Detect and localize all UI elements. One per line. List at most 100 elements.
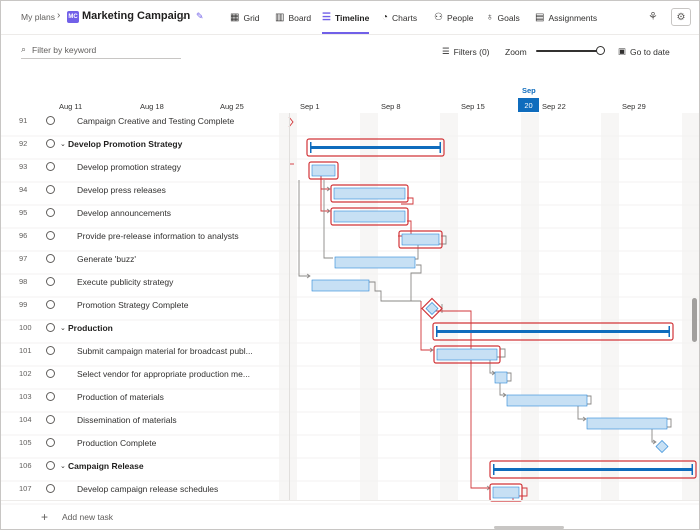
task-name[interactable]: Develop press releases <box>77 184 166 195</box>
task-complete-checkbox[interactable] <box>46 300 55 309</box>
breadcrumb-chevron-icon: › <box>57 10 61 21</box>
task-row[interactable]: 105 Production Complete <box>1 431 289 454</box>
task-row[interactable]: 96 Provide pre-release information to an… <box>1 224 289 247</box>
task-row[interactable]: 106 ⌄ Campaign Release <box>1 454 289 477</box>
task-complete-checkbox[interactable] <box>46 277 55 286</box>
zoom-slider[interactable] <box>536 50 602 52</box>
breadcrumb-my-plans[interactable]: My plans <box>21 12 56 22</box>
task-name[interactable]: Select vendor for appropriate production… <box>77 368 250 379</box>
task-name[interactable]: Production Complete <box>77 437 157 448</box>
task-name[interactable]: Develop announcements <box>77 207 172 218</box>
task-name[interactable]: Dissemination of materials <box>77 414 177 425</box>
tab-timeline[interactable]: ☰ Timeline <box>322 1 370 34</box>
dependency-link <box>401 197 414 205</box>
task-name[interactable]: Campaign Creative and Testing Complete <box>77 115 235 126</box>
goals-icon: ♁ <box>486 12 494 23</box>
task-bar <box>494 371 508 384</box>
task-complete-checkbox[interactable] <box>46 392 55 401</box>
collapse-chevron-icon[interactable]: ⌄ <box>60 462 66 470</box>
tab-people[interactable]: ⚇ People <box>434 1 473 34</box>
pin-icon[interactable]: ✎ <box>196 11 204 21</box>
task-row[interactable]: 104 Dissemination of materials <box>1 408 289 431</box>
task-bar <box>436 348 498 361</box>
task-row[interactable]: 91 Campaign Creative and Testing Complet… <box>1 109 289 132</box>
summary-bar-cap <box>439 142 441 153</box>
task-complete-checkbox[interactable] <box>46 116 55 125</box>
task-complete-checkbox[interactable] <box>46 415 55 424</box>
weekend-stripe <box>682 113 699 500</box>
search-box[interactable]: ⌕ <box>21 41 181 59</box>
zoom-slider-thumb[interactable] <box>596 46 605 55</box>
task-complete-checkbox[interactable] <box>46 369 55 378</box>
add-new-task-button[interactable]: + Add new task <box>41 510 113 524</box>
go-to-date-button[interactable]: ▣ Go to date <box>618 46 670 57</box>
task-complete-checkbox[interactable] <box>46 346 55 355</box>
task-row[interactable]: 98 Execute publicity strategy <box>1 270 289 293</box>
task-complete-checkbox[interactable] <box>46 323 55 332</box>
collapse-chevron-icon[interactable]: ⌄ <box>60 140 66 148</box>
task-complete-checkbox[interactable] <box>46 208 55 217</box>
task-name[interactable]: Execute publicity strategy <box>77 276 174 287</box>
summary-bar-cap <box>310 142 312 153</box>
task-complete-checkbox[interactable] <box>46 139 55 148</box>
dependency-link <box>323 180 333 259</box>
summary-bar <box>493 468 693 471</box>
task-complete-checkbox[interactable] <box>46 231 55 240</box>
tab-label: Assignments <box>548 12 598 23</box>
tab-board[interactable]: ▥ Board <box>275 1 311 34</box>
task-complete-checkbox[interactable] <box>46 484 55 493</box>
task-name[interactable]: Develop promotion strategy <box>77 161 181 172</box>
task-row[interactable]: 92 ⌄ Develop Promotion Strategy <box>1 132 289 155</box>
task-complete-checkbox[interactable] <box>46 162 55 171</box>
collapse-chevron-icon[interactable]: ⌄ <box>60 324 66 332</box>
task-row[interactable]: 93 Develop promotion strategy <box>1 155 289 178</box>
task-name[interactable]: Production of materials <box>77 391 164 402</box>
plan-title[interactable]: Marketing Campaign <box>82 10 191 22</box>
search-input[interactable] <box>32 44 163 55</box>
task-complete-checkbox[interactable] <box>46 254 55 263</box>
task-bar <box>586 417 668 430</box>
dependency-link <box>298 180 310 277</box>
critical-path-outline <box>330 207 409 226</box>
tab-assignments[interactable]: ▤ Assignments <box>535 1 597 34</box>
task-name[interactable]: Develop Promotion Strategy <box>68 138 183 149</box>
task-row[interactable]: 103 Production of materials <box>1 385 289 408</box>
task-bar <box>311 279 370 292</box>
task-name[interactable]: Campaign Release <box>68 460 144 471</box>
task-name[interactable]: Provide pre-release information to analy… <box>77 230 239 241</box>
member-settings-button[interactable]: ⚙ <box>671 8 691 26</box>
task-bar <box>401 233 440 246</box>
task-list: 91 Campaign Creative and Testing Complet… <box>1 91 289 499</box>
horizontal-scrollbar[interactable] <box>494 526 564 529</box>
task-row[interactable]: 95 Develop announcements <box>1 201 289 224</box>
copilot-icon[interactable]: ⚘ <box>648 11 658 23</box>
task-name[interactable]: Generate 'buzz' <box>77 253 137 264</box>
task-row[interactable]: 101 Submit campaign material for broadca… <box>1 339 289 362</box>
task-name[interactable]: Develop campaign release schedules <box>77 483 219 494</box>
filters-button[interactable]: ☰ Filters (0) <box>442 46 490 57</box>
weekend-stripe <box>440 113 458 500</box>
task-complete-checkbox[interactable] <box>46 438 55 447</box>
task-row[interactable]: 107 Develop campaign release schedules <box>1 477 289 500</box>
task-number: 104 <box>19 415 32 424</box>
date-header: Sep 22 <box>542 102 566 111</box>
task-row[interactable]: 100 ⌄ Production <box>1 316 289 339</box>
link-arrowhead <box>582 416 587 422</box>
task-row[interactable]: 102 Select vendor for appropriate produc… <box>1 362 289 385</box>
pane-divider[interactable] <box>289 113 290 500</box>
tab-charts[interactable]: ◔ Charts <box>382 1 417 34</box>
tab-grid[interactable]: ▦ Grid <box>230 1 260 34</box>
task-bar <box>311 164 336 177</box>
task-name[interactable]: Submit campaign material for broadcast p… <box>77 345 253 356</box>
task-complete-checkbox[interactable] <box>46 461 55 470</box>
task-name[interactable]: Production <box>68 322 113 333</box>
task-row[interactable]: 99 Promotion Strategy Complete <box>1 293 289 316</box>
task-complete-checkbox[interactable] <box>46 185 55 194</box>
vertical-scrollbar[interactable] <box>692 298 697 342</box>
task-name[interactable]: Promotion Strategy Complete <box>77 299 189 310</box>
task-row[interactable]: 97 Generate 'buzz' <box>1 247 289 270</box>
tab-goals[interactable]: ♁ Goals <box>486 1 520 34</box>
chevron-down-icon[interactable]: ⌄ <box>179 11 187 21</box>
task-row[interactable]: 94 Develop press releases <box>1 178 289 201</box>
